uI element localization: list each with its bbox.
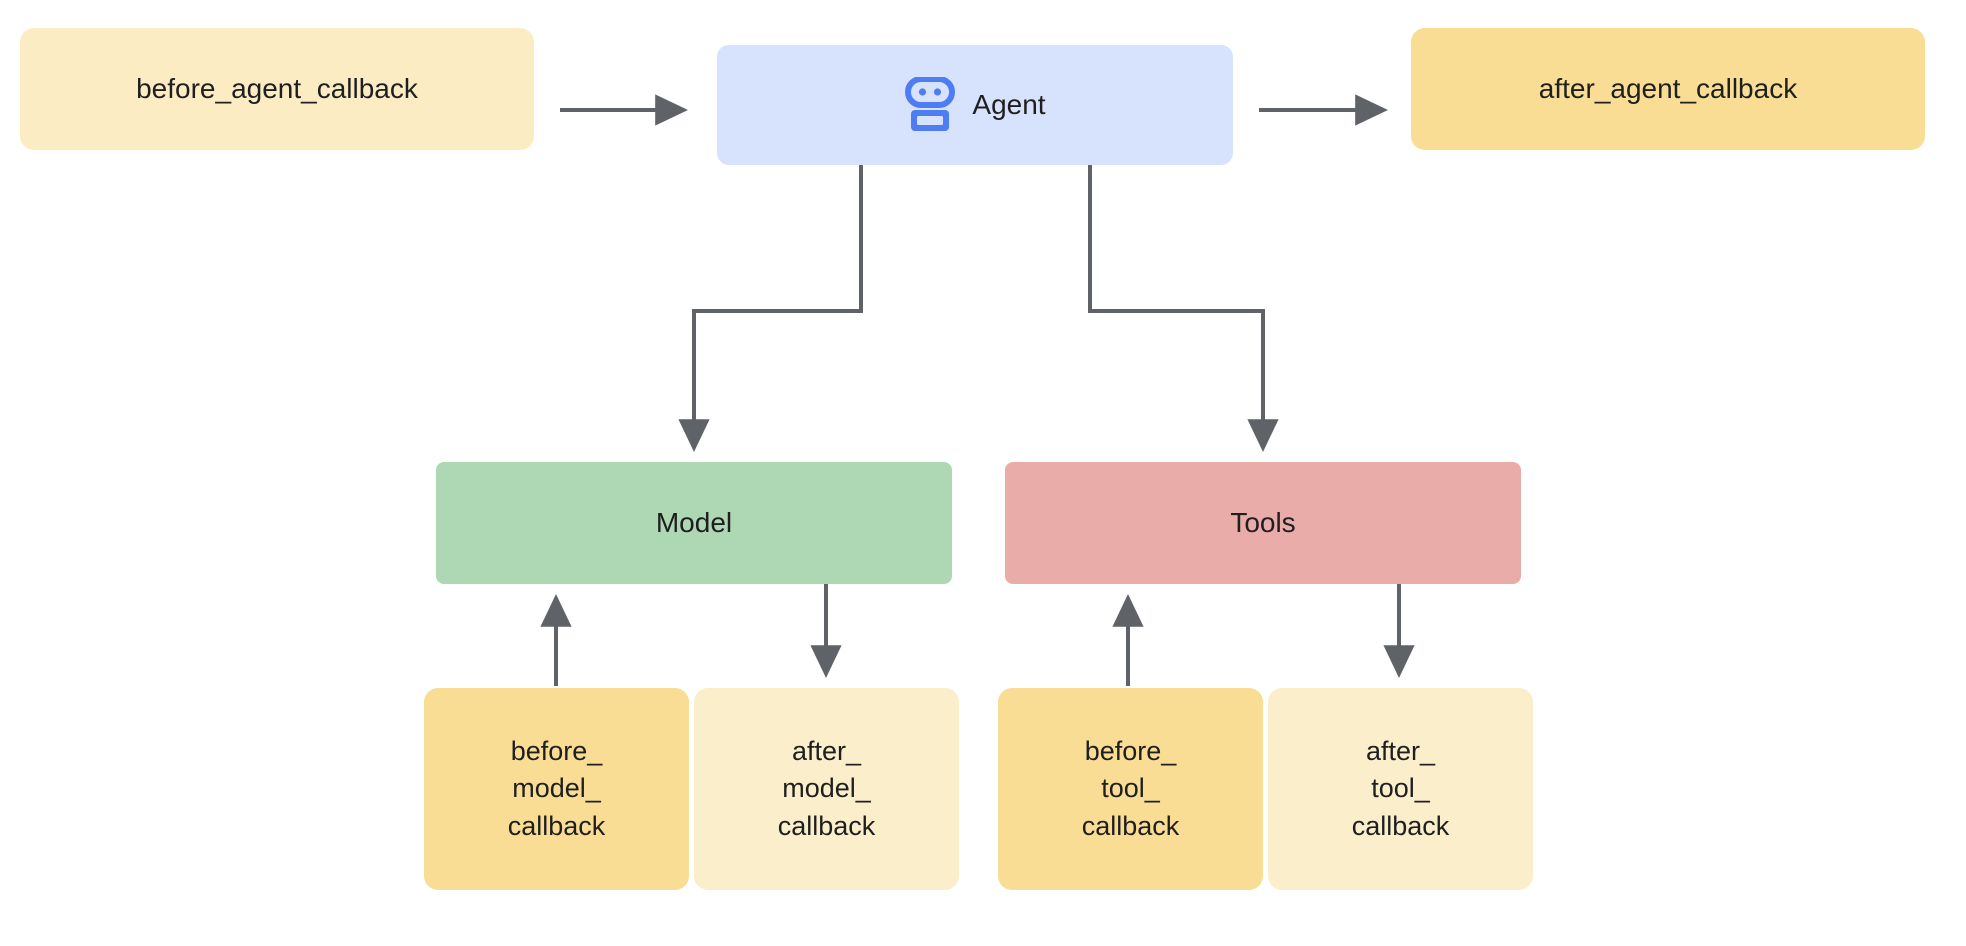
node-after-agent-callback-label: after_agent_callback bbox=[1538, 73, 1798, 105]
node-tools-label: Tools bbox=[1230, 507, 1296, 539]
node-before-model-callback[interactable]: before_ model_ callback bbox=[424, 688, 689, 890]
node-agent-label: Agent bbox=[972, 89, 1046, 121]
node-after-tool-callback-label: after_ tool_ callback bbox=[1351, 736, 1450, 841]
node-before-tool-callback[interactable]: before_ tool_ callback bbox=[998, 688, 1263, 890]
node-before-model-callback-label: before_ model_ callback bbox=[507, 736, 606, 841]
edge-agent-to-tools bbox=[1088, 165, 1279, 453]
node-before-agent-callback-label: before_agent_callback bbox=[136, 73, 418, 105]
node-after-agent-callback[interactable]: after_agent_callback bbox=[1411, 28, 1925, 150]
node-model[interactable]: Model bbox=[436, 462, 952, 584]
node-tools[interactable]: Tools bbox=[1005, 462, 1521, 584]
robot-icon bbox=[904, 76, 956, 133]
node-model-label: Model bbox=[655, 507, 733, 539]
node-before-tool-callback-label: before_ tool_ callback bbox=[1081, 736, 1180, 841]
node-after-tool-callback[interactable]: after_ tool_ callback bbox=[1268, 688, 1533, 890]
node-before-agent-callback[interactable]: before_agent_callback bbox=[20, 28, 534, 150]
node-after-model-callback-label: after_ model_ callback bbox=[777, 736, 876, 841]
node-after-model-callback[interactable]: after_ model_ callback bbox=[694, 688, 959, 890]
node-agent[interactable]: Agent bbox=[717, 45, 1233, 165]
edge-agent-to-model bbox=[678, 165, 863, 453]
